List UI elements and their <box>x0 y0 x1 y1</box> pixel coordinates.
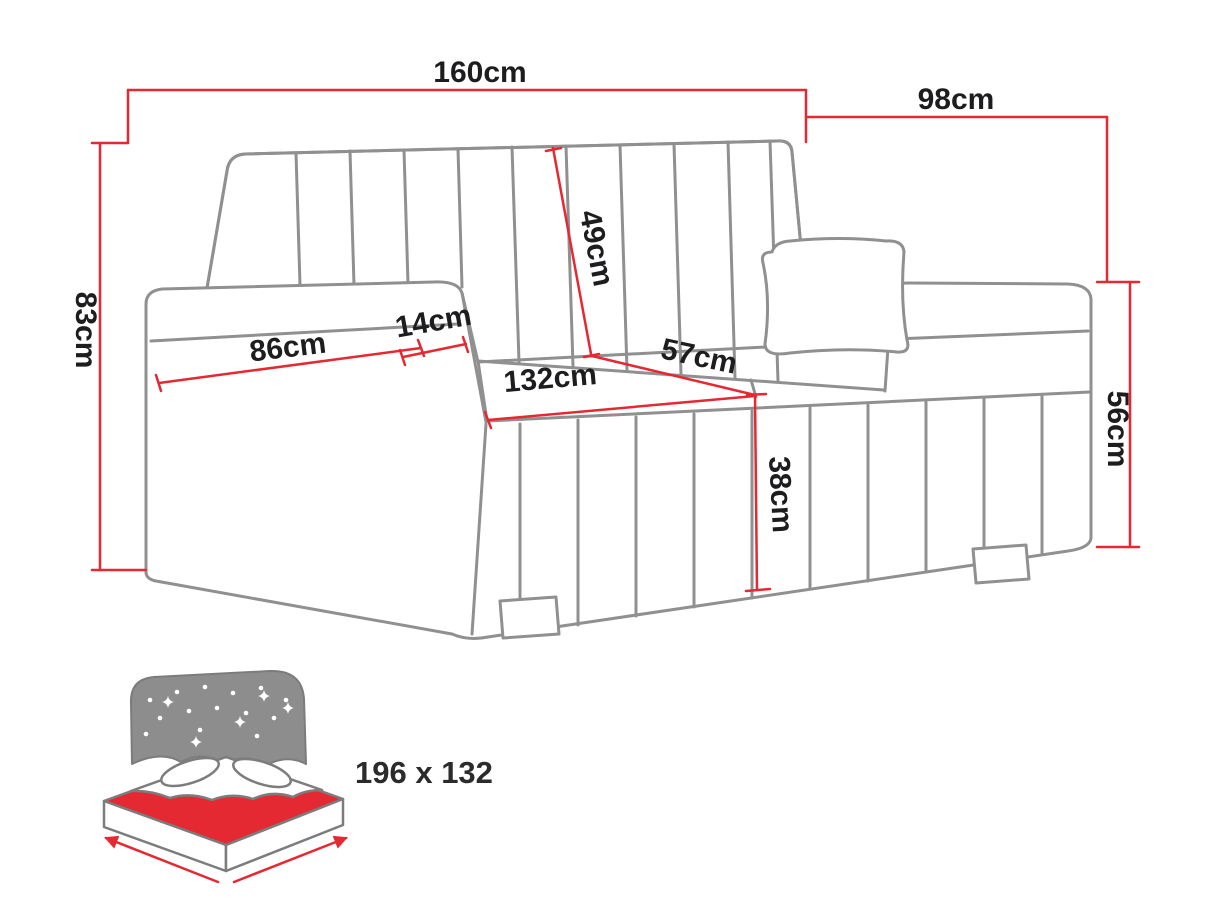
seam-line <box>672 142 683 376</box>
dimension-total-height <box>90 141 148 572</box>
seam-line <box>510 145 521 364</box>
sparkle-icon <box>282 702 294 714</box>
blanket-shape <box>129 669 307 766</box>
dim-label-total-depth: 98cm <box>918 83 995 116</box>
left-armrest-fill <box>146 281 486 635</box>
sofa-bed-icon <box>102 669 348 884</box>
right-armrest-seam <box>893 329 1090 341</box>
star-icon <box>147 697 153 703</box>
seam-line <box>564 144 575 368</box>
seam-line <box>726 140 737 380</box>
seam-line <box>294 151 302 287</box>
star-icon <box>186 708 192 714</box>
bed-pillow <box>232 757 292 789</box>
sparkle-icon <box>234 716 246 728</box>
left-armrest-bottom <box>144 570 454 636</box>
sparkle-icon <box>190 736 202 748</box>
star-icon <box>174 689 180 695</box>
arrow-right-icon <box>232 835 348 884</box>
dim-label-armrest-height: 56cm <box>1101 391 1134 468</box>
seam-line <box>456 147 464 289</box>
star-icon <box>143 731 149 737</box>
dimension-total-width <box>126 88 808 145</box>
dimension-lines <box>90 88 1141 593</box>
sparkle-icon <box>258 690 270 702</box>
star-icon <box>197 727 203 733</box>
dimension-armrest-width <box>398 335 470 367</box>
pillow <box>760 237 910 356</box>
dimension-armrest-depth <box>154 338 426 393</box>
sofa-foot <box>971 543 1031 585</box>
seam-line <box>618 143 629 372</box>
star-icon <box>283 697 289 703</box>
dimension-seat-depth <box>590 354 757 397</box>
star-icons <box>143 684 294 748</box>
dimension-seat-height <box>744 392 772 593</box>
dimension-total-depth <box>804 115 1109 283</box>
sleeping-area-info: 196 x 132 <box>102 669 493 884</box>
left-armrest-seam <box>149 322 460 343</box>
seam-line <box>402 148 410 286</box>
star-icon <box>214 705 220 711</box>
dimension-seat-width <box>483 394 757 430</box>
dim-label-total-width: 160cm <box>433 56 526 89</box>
dimension-armrest-height <box>1095 280 1141 549</box>
seat-front-edge <box>485 390 1092 423</box>
base-channel-seams <box>518 394 1044 636</box>
star-icon <box>271 715 277 721</box>
bed-pillow <box>160 756 220 788</box>
right-armrest <box>883 281 1093 540</box>
dim-label-seat-width: 132cm <box>502 358 598 399</box>
left-armrest <box>144 280 488 574</box>
seat-back-crease <box>476 359 886 392</box>
sleeping-area-label: 196 x 132 <box>355 755 493 790</box>
base-bottom-edge <box>450 536 1093 640</box>
dim-label-seat-height: 38cm <box>762 455 799 533</box>
seam-line <box>348 149 356 287</box>
sofa-foot <box>498 595 561 640</box>
mattress-side-right <box>224 797 345 873</box>
sparkle-icon <box>162 696 174 708</box>
sofa-illustration <box>144 139 1093 640</box>
star-icon <box>157 715 163 721</box>
star-icon <box>258 685 264 691</box>
armrest-base-divider <box>470 422 488 636</box>
star-icon <box>254 733 260 739</box>
star-icon <box>230 690 236 696</box>
star-icon <box>243 710 249 716</box>
bed-sheet <box>129 755 324 802</box>
dim-label-total-height: 83cm <box>69 292 102 369</box>
arrow-left-icon <box>104 835 220 884</box>
star-icon <box>202 684 208 690</box>
